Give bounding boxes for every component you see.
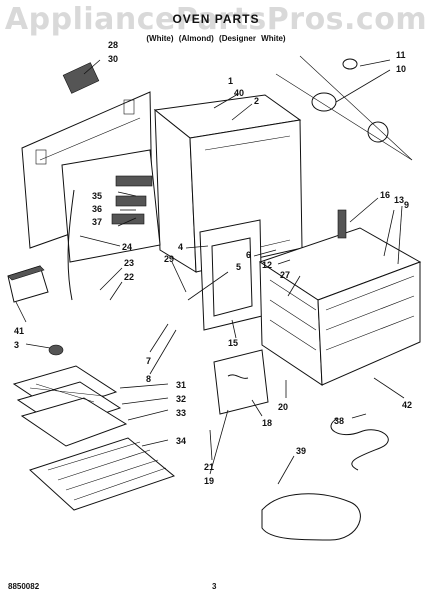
oven-rack xyxy=(29,437,176,511)
callout-40: 40 xyxy=(234,88,244,98)
callout-18: 18 xyxy=(262,418,272,428)
bake-element xyxy=(330,417,389,471)
callout-4: 4 xyxy=(178,242,183,252)
callout-10: 10 xyxy=(396,64,406,74)
callout-3: 3 xyxy=(14,340,19,350)
oven-rack-assembly xyxy=(258,209,422,386)
color-variants: (White) (Almond) (Designer White) xyxy=(146,34,286,43)
callout-23: 23 xyxy=(124,258,134,268)
callout-28: 28 xyxy=(108,40,118,50)
callout-20: 20 xyxy=(278,402,288,412)
callout-labels: 28 30 1 40 2 11 10 16 9 13 35 36 37 24 4… xyxy=(14,40,412,486)
callout-7: 7 xyxy=(146,356,151,366)
door-hinge-bracket xyxy=(213,349,269,415)
callout-32: 32 xyxy=(176,394,186,404)
callout-24: 24 xyxy=(122,242,132,252)
callout-1: 1 xyxy=(228,76,233,86)
document-number: 8850082 xyxy=(8,582,40,591)
callout-31: 31 xyxy=(176,380,186,390)
callout-12: 12 xyxy=(262,260,272,270)
transformer-box xyxy=(7,265,49,303)
callout-36: 36 xyxy=(92,204,102,214)
callout-42: 42 xyxy=(402,400,412,410)
panel-label-part xyxy=(62,62,100,94)
callout-39: 39 xyxy=(296,446,306,456)
callout-5: 5 xyxy=(236,262,241,272)
callout-30: 30 xyxy=(108,54,118,64)
oven-light-assembly xyxy=(275,55,413,161)
callout-13: 13 xyxy=(394,195,404,205)
callout-2: 2 xyxy=(254,96,259,106)
callout-35: 35 xyxy=(92,191,102,201)
callout-6: 6 xyxy=(246,250,251,260)
callout-29: 29 xyxy=(164,254,174,264)
callout-27: 27 xyxy=(280,270,290,280)
side-panel-wiring xyxy=(61,149,161,301)
leader-lines xyxy=(15,59,405,485)
callout-37: 37 xyxy=(92,217,102,227)
callout-16: 16 xyxy=(380,190,390,200)
callout-22: 22 xyxy=(124,272,134,282)
callout-9: 9 xyxy=(404,200,409,210)
callout-33: 33 xyxy=(176,408,186,418)
callout-15: 15 xyxy=(228,338,238,348)
broil-element xyxy=(261,493,361,541)
callout-38: 38 xyxy=(334,416,344,426)
page-number: 3 xyxy=(212,582,217,591)
callout-11: 11 xyxy=(396,50,406,60)
callout-19: 19 xyxy=(204,476,214,486)
callout-8: 8 xyxy=(146,374,151,384)
page-title: OVEN PARTS xyxy=(172,12,260,26)
front-frame xyxy=(199,219,263,331)
callout-21: 21 xyxy=(204,462,214,472)
callout-41: 41 xyxy=(14,326,24,336)
watermark: AppliancePartsPros.com xyxy=(4,2,428,37)
broiler-pan-set xyxy=(12,365,128,447)
callout-34: 34 xyxy=(176,436,186,446)
leveling-leg xyxy=(48,344,64,356)
